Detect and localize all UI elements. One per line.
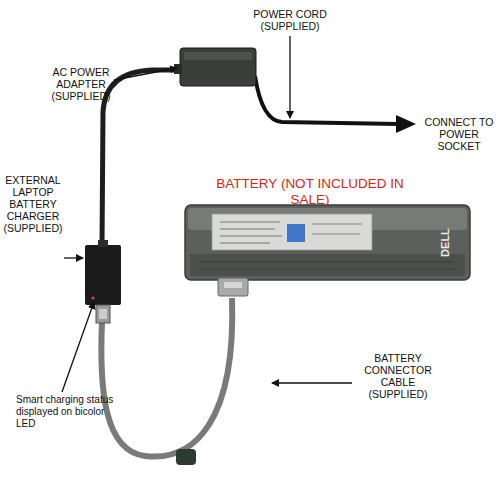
callout-label: Smart charging status displayed on bicol… [16, 394, 126, 430]
leader-arrow [114, 68, 177, 80]
charger-plug [96, 305, 110, 323]
leader-arrow [64, 257, 83, 258]
callout-label: BATTERY CONNECTOR CABLE (SUPPLIED) [352, 352, 444, 400]
bicolor-led [91, 296, 94, 299]
laptop-battery [185, 205, 470, 280]
battery-plug [218, 278, 248, 296]
brand-logo: DELL [439, 218, 452, 268]
connector-cable [101, 298, 232, 457]
charger-strain-relief [98, 240, 108, 247]
adapter-highlight [184, 52, 252, 60]
battery-plug-contacts [224, 282, 242, 288]
battery-note: BATTERY (NOT INCLUDED IN SALE) [210, 176, 410, 208]
leader-arrow [289, 36, 290, 118]
external-charger [85, 245, 121, 305]
sticker-print [220, 243, 270, 244]
callout-label: EXTERNAL LAPTOP BATTERY CHARGER (SUPPLIE… [0, 174, 66, 234]
leader-arrow [62, 302, 94, 392]
battery-side [190, 254, 465, 276]
ferrite-bead [176, 449, 196, 465]
cord-arrowhead [396, 115, 416, 133]
battery-ridge [200, 269, 455, 270]
ac-power-adapter [180, 48, 256, 86]
power-cord [255, 76, 398, 124]
dc-cable [102, 70, 182, 246]
sticker-print [312, 224, 362, 225]
callout-label: AC POWER ADAPTER (SUPPLIED) [46, 66, 116, 102]
sticker-print [220, 222, 280, 223]
sticker-print [312, 234, 360, 235]
sticker-print [220, 236, 282, 237]
callout-label: POWER CORD (SUPPLIED) [240, 8, 340, 32]
leader-arrow [272, 382, 352, 383]
sticker-icon [287, 224, 305, 242]
battery-ridge [200, 262, 455, 263]
callout-label: CONNECT TO POWER SOCKET [420, 116, 498, 152]
battery-sticker [212, 214, 372, 250]
plug-contacts [99, 309, 107, 319]
sticker-print [220, 229, 275, 230]
